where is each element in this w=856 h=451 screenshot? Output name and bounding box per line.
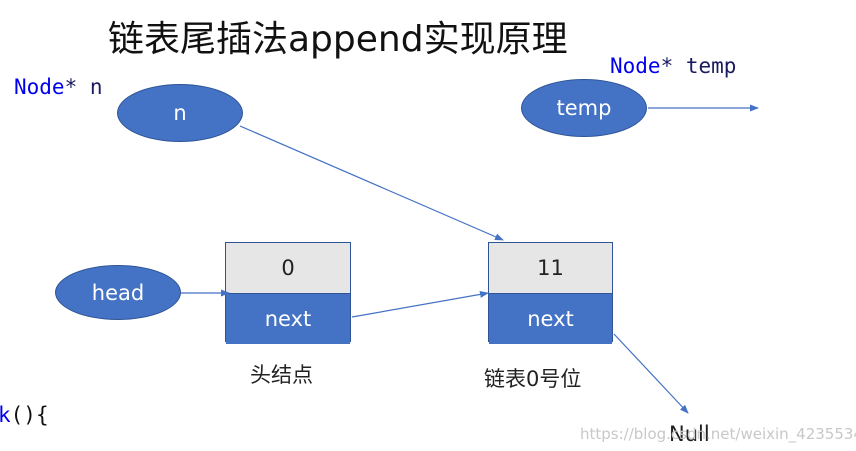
pointer-head-ellipse: head <box>55 265 181 320</box>
node-n-declaration: Node* n <box>14 74 103 100</box>
arrow-n-to-node <box>239 125 504 241</box>
head-node-value: 0 <box>226 243 350 294</box>
arrow-node-to-null <box>613 333 689 414</box>
code-fragment-k: k <box>0 403 11 427</box>
head-node: 0 next <box>225 242 351 344</box>
node-n-name: * n <box>64 75 103 99</box>
watermark: https://blog.csdn.net/weixin_42355349 <box>580 425 856 443</box>
node-temp-declaration: Node* temp <box>610 53 736 79</box>
diagram-title: 链表尾插法append实现原理 <box>108 19 568 60</box>
head-node-next: next <box>226 294 350 344</box>
head-node-caption: 头结点 <box>250 363 313 387</box>
code-fragment: k(){ <box>0 402 49 428</box>
node-temp-name: * temp <box>660 54 737 78</box>
list-node-0-caption: 链表0号位 <box>484 367 582 391</box>
list-node-0-next: next <box>489 294 612 344</box>
pointer-temp-ellipse: temp <box>521 79 647 137</box>
pointer-n-ellipse: n <box>117 84 243 142</box>
null-label: Null <box>669 422 710 446</box>
node-temp-type: Node <box>610 54 661 78</box>
list-node-0-value: 11 <box>489 243 612 294</box>
code-fragment-rest: (){ <box>10 403 49 427</box>
node-n-type: Node <box>14 75 65 99</box>
list-node-0: 11 next <box>488 242 613 344</box>
arrow-next-to-node <box>351 290 489 318</box>
